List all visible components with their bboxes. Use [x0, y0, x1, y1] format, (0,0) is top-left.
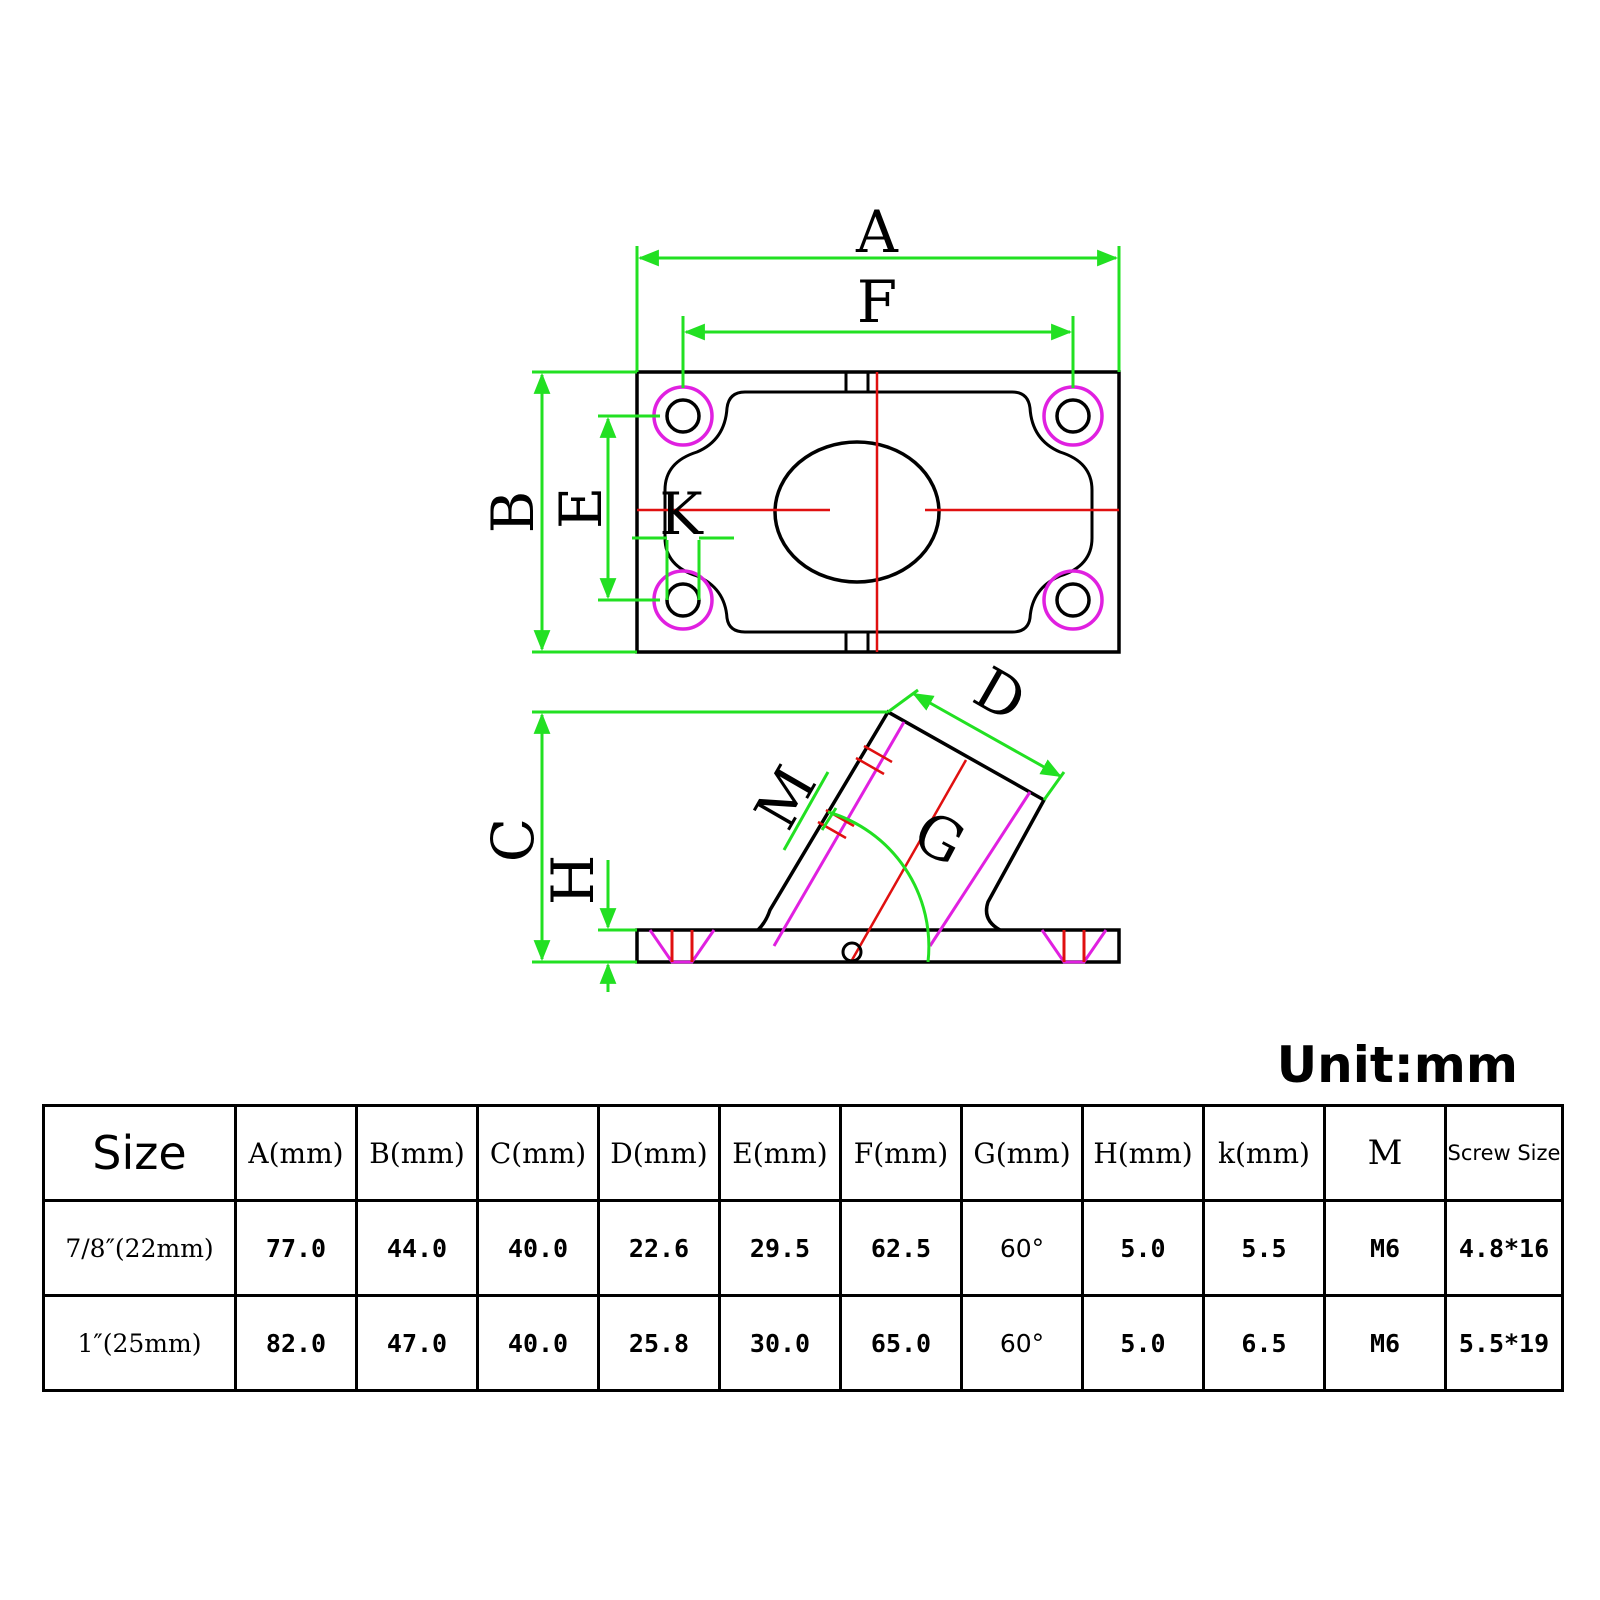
cell-h: 5.0: [1081, 1199, 1205, 1297]
tube-bore: [773, 440, 941, 584]
header-h: H(mm): [1081, 1104, 1205, 1202]
centerlines-top: [637, 372, 1119, 652]
tube-axis: [850, 759, 968, 961]
cell-a: 77.0: [234, 1199, 358, 1297]
header-screw-size: Screw Size: [1444, 1104, 1564, 1202]
recess-outline: [663, 390, 1094, 634]
label-D: D: [963, 654, 1037, 736]
mounting-hole-top-left: [652, 385, 714, 447]
label-F: F: [857, 268, 897, 336]
mounting-hole-top-right: [1042, 385, 1104, 447]
header-d: D(mm): [597, 1104, 721, 1202]
cell-c: 40.0: [476, 1199, 600, 1297]
cell-b: 47.0: [355, 1294, 479, 1392]
tube-bore-lines: [772, 721, 1032, 947]
cell-c: 40.0: [476, 1294, 600, 1392]
cell-m: M6: [1323, 1294, 1447, 1392]
cell-d: 22.6: [597, 1199, 721, 1297]
table-row: 7/8″(22mm) 77.0 44.0 40.0 22.6 29.5 62.5…: [42, 1199, 1564, 1297]
base-plate: [635, 928, 1121, 964]
cell-h: 5.0: [1081, 1294, 1205, 1392]
countersink-left: [648, 929, 716, 964]
header-g: G(mm): [960, 1104, 1084, 1202]
dimension-lines-top: [532, 246, 1121, 654]
label-E: E: [547, 487, 615, 529]
header-a: A(mm): [234, 1104, 358, 1202]
top-view: [635, 370, 1121, 654]
mounting-hole-bottom-left: [652, 569, 714, 631]
label-B: B: [479, 491, 547, 534]
header-m: M: [1323, 1104, 1447, 1202]
cell-k: 5.5: [1202, 1199, 1326, 1297]
technical-drawing: A F B E K C H D M G: [479, 198, 1121, 992]
header-b: B(mm): [355, 1104, 479, 1202]
cell-size: 1″(25mm): [42, 1294, 237, 1392]
header-f: F(mm): [839, 1104, 963, 1202]
table-row: 1″(25mm) 82.0 47.0 40.0 25.8 30.0 65.0 6…: [42, 1294, 1564, 1392]
unit-label: Unit:mm: [1276, 1036, 1518, 1094]
cell-screw-size: 4.8*16: [1444, 1199, 1564, 1297]
header-c: C(mm): [476, 1104, 600, 1202]
cell-screw-size: 5.5*19: [1444, 1294, 1564, 1392]
label-G: G: [903, 797, 976, 879]
cell-m: M6: [1323, 1199, 1447, 1297]
mounting-hole-bottom-right: [1042, 569, 1104, 631]
axis-pivot: [841, 941, 863, 963]
cell-f: 65.0: [839, 1294, 963, 1392]
cell-size: 7/8″(22mm): [42, 1199, 237, 1297]
header-e: E(mm): [718, 1104, 842, 1202]
dimension-lines-side: [532, 688, 1066, 992]
label-K: K: [659, 480, 704, 548]
cell-k: 6.5: [1202, 1294, 1326, 1392]
cell-e: 30.0: [718, 1294, 842, 1392]
cell-b: 44.0: [355, 1199, 479, 1297]
label-C: C: [479, 818, 547, 862]
cell-g: 60°: [960, 1199, 1084, 1297]
cell-a: 82.0: [234, 1294, 358, 1392]
table-header-row: Size A(mm) B(mm) C(mm) D(mm) E(mm) F(mm)…: [42, 1104, 1564, 1202]
header-k: k(mm): [1202, 1104, 1326, 1202]
label-M: M: [741, 755, 830, 840]
slot-marks: [844, 372, 870, 652]
label-A: A: [855, 198, 899, 266]
specification-table: Size A(mm) B(mm) C(mm) D(mm) E(mm) F(mm)…: [42, 1104, 1564, 1392]
cell-g: 60°: [960, 1294, 1084, 1392]
cell-d: 25.8: [597, 1294, 721, 1392]
header-size: Size: [42, 1104, 237, 1202]
label-H: H: [539, 855, 607, 906]
countersink-right: [1040, 929, 1108, 964]
cell-e: 29.5: [718, 1199, 842, 1297]
dimension-labels: A F B E K C H D M G: [479, 198, 1037, 905]
cell-f: 62.5: [839, 1199, 963, 1297]
tube-screw-marks: [817, 744, 893, 840]
